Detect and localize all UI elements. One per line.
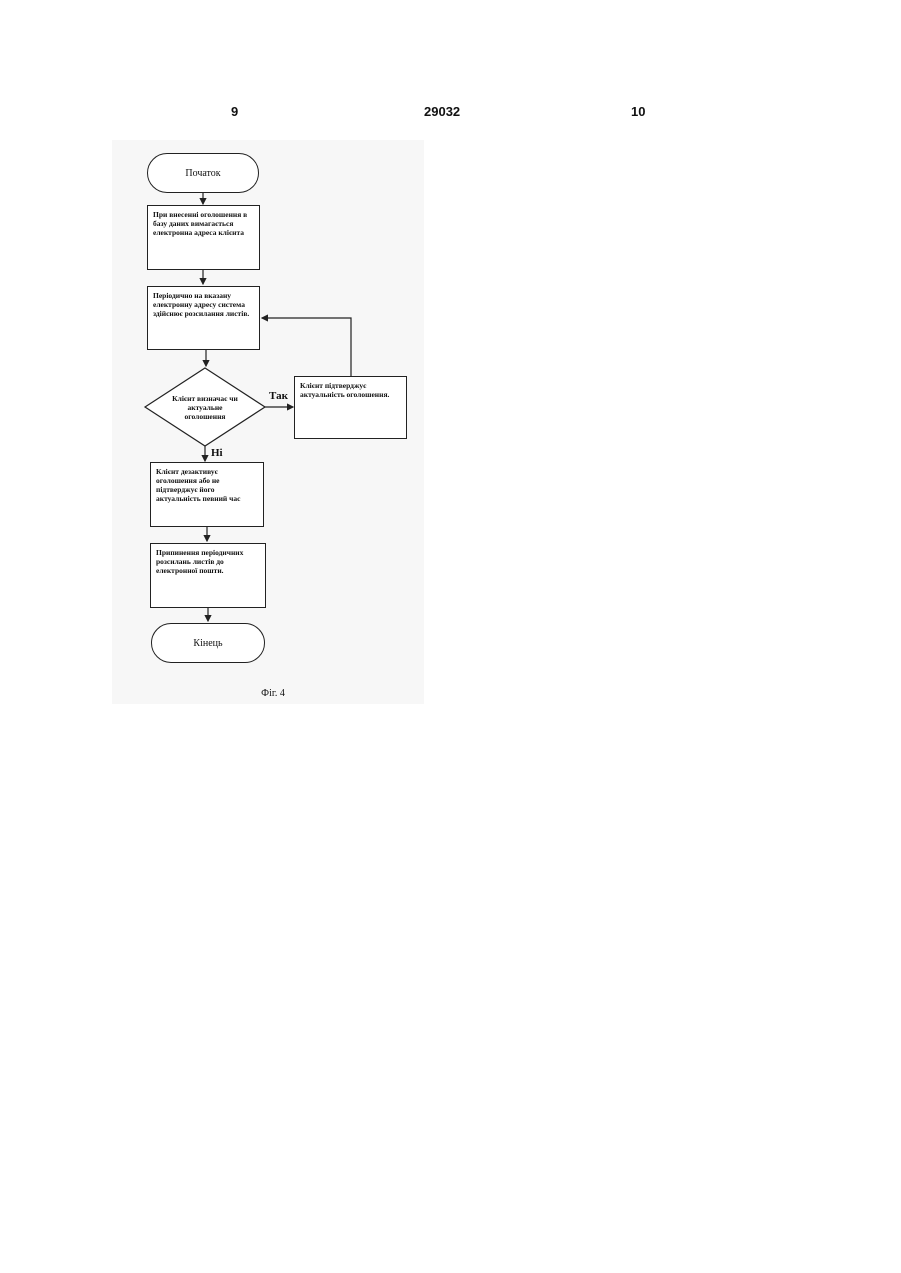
page-header: 9 29032 10 [0, 104, 901, 124]
step-stop-mailing-text: Припинення періодичних розсилань листів … [156, 548, 243, 575]
step-periodic-mailing-text: Періодично на вказану електронну адресу … [153, 291, 249, 318]
step-client-deactivates: Клієнт дезактивує оголошення або не підт… [150, 462, 264, 527]
step-client-confirms-text: Клієнт підтверджує актуальність оголошен… [300, 381, 389, 399]
decision-label: Клієнт визначає чи актуальне оголошення [170, 394, 240, 421]
yes-label-text: Так [269, 390, 288, 402]
step-client-deactivates-text: Клієнт дезактивує оголошення або не підт… [156, 467, 240, 503]
page-number-left: 9 [231, 104, 238, 119]
end-terminal: Кінець [151, 623, 265, 663]
edge-yes-loop [262, 318, 351, 376]
figure-caption-text: Фіг. 4 [261, 688, 285, 699]
no-label: Ні [211, 447, 223, 459]
decision-text: Клієнт визначає чи актуальне оголошення [170, 383, 240, 431]
page-number-right: 10 [631, 104, 645, 119]
step-register-email-text: При внесенні оголошення в базу даних вим… [153, 210, 247, 237]
patent-number: 29032 [424, 104, 460, 119]
yes-label: Так [269, 390, 288, 402]
start-label: Початок [185, 168, 220, 179]
end-label: Кінець [193, 638, 222, 649]
step-register-email: При внесенні оголошення в базу даних вим… [147, 205, 260, 270]
step-periodic-mailing: Періодично на вказану електронну адресу … [147, 286, 260, 350]
flowchart-figure: Початок При внесенні оголошення в базу д… [112, 140, 424, 704]
no-label-text: Ні [211, 447, 223, 459]
step-client-confirms: Клієнт підтверджує актуальність оголошен… [294, 376, 407, 439]
figure-caption: Фіг. 4 [243, 688, 303, 699]
step-stop-mailing: Припинення періодичних розсилань листів … [150, 543, 266, 608]
start-terminal: Початок [147, 153, 259, 193]
